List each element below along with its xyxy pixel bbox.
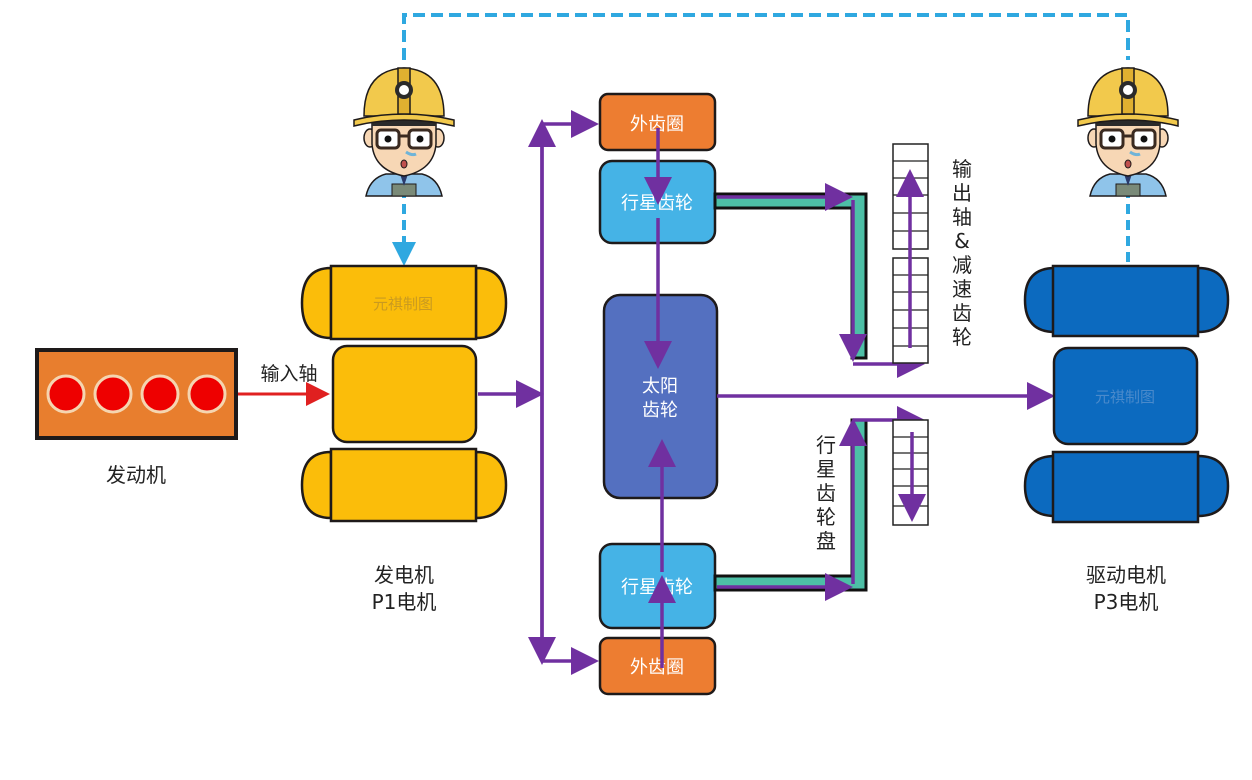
vertical-label-char: 齿	[816, 481, 836, 505]
vertical-label-char: 出	[952, 181, 972, 205]
cylinder	[187, 374, 227, 414]
gear-flow-arrows	[644, 128, 1055, 668]
vertical-label-char: 轮	[952, 325, 972, 349]
vertical-label-char: 行	[816, 433, 836, 457]
carrier-gear-rack	[892, 419, 929, 526]
sun-gear-label-line1: 太阳	[642, 376, 678, 397]
carrier-arm-bottom	[713, 406, 925, 601]
input-shaft-label: 输入轴	[260, 363, 317, 385]
engine-label: 发动机	[106, 463, 166, 487]
vertical-label-char: 盘	[816, 529, 836, 553]
cylinder	[140, 374, 180, 414]
generator-p1: 元祺制图 发电机 P1电机	[300, 264, 508, 614]
drive-motor-watermark: 元祺制图	[1095, 388, 1155, 406]
vertical-label-char: 轴	[952, 205, 972, 229]
engineer-right-icon	[1076, 66, 1180, 198]
vertical-label-char: 速	[952, 277, 972, 301]
vertical-label-char: &	[954, 229, 970, 253]
input-shaft: 输入轴	[238, 363, 330, 406]
engine-cylinders	[46, 374, 227, 414]
drive-motor-label-line1: 驱动电机	[1086, 563, 1166, 587]
engine: 发动机	[35, 348, 238, 487]
generator-label-line1: 发电机	[374, 563, 434, 587]
vertical-label-char: 输	[952, 157, 972, 181]
cylinder	[93, 374, 133, 414]
vertical-label-char: 轮	[816, 505, 836, 529]
drive-motor-p3: 元祺制图 驱动电机 P3电机	[1023, 264, 1230, 614]
generator-label-line2: P1电机	[372, 590, 437, 614]
cylinder	[46, 374, 86, 414]
output-gear-rack	[892, 143, 929, 364]
generator-watermark: 元祺制图	[373, 295, 433, 313]
control-signal-line	[392, 13, 1130, 266]
planet-gear-bottom: 行星齿轮	[598, 542, 717, 630]
ring-gear-bottom: 外齿圈	[598, 636, 717, 696]
carrier-arm-top	[713, 183, 925, 378]
planet-gear-bottom-label: 行星齿轮	[621, 577, 693, 598]
vertical-label-char: 减	[952, 253, 972, 277]
ring-gear-bottom-label: 外齿圈	[630, 657, 684, 678]
sun-gear-label-line2: 齿轮	[642, 400, 678, 421]
vertical-label-char: 齿	[952, 301, 972, 325]
drive-motor-label-line2: P3电机	[1094, 590, 1159, 614]
ring-gear-top-label: 外齿圈	[630, 114, 684, 135]
engineer-left-icon	[352, 66, 456, 198]
vertical-label-char: 星	[816, 457, 836, 481]
power-flow-arrows	[478, 110, 599, 675]
